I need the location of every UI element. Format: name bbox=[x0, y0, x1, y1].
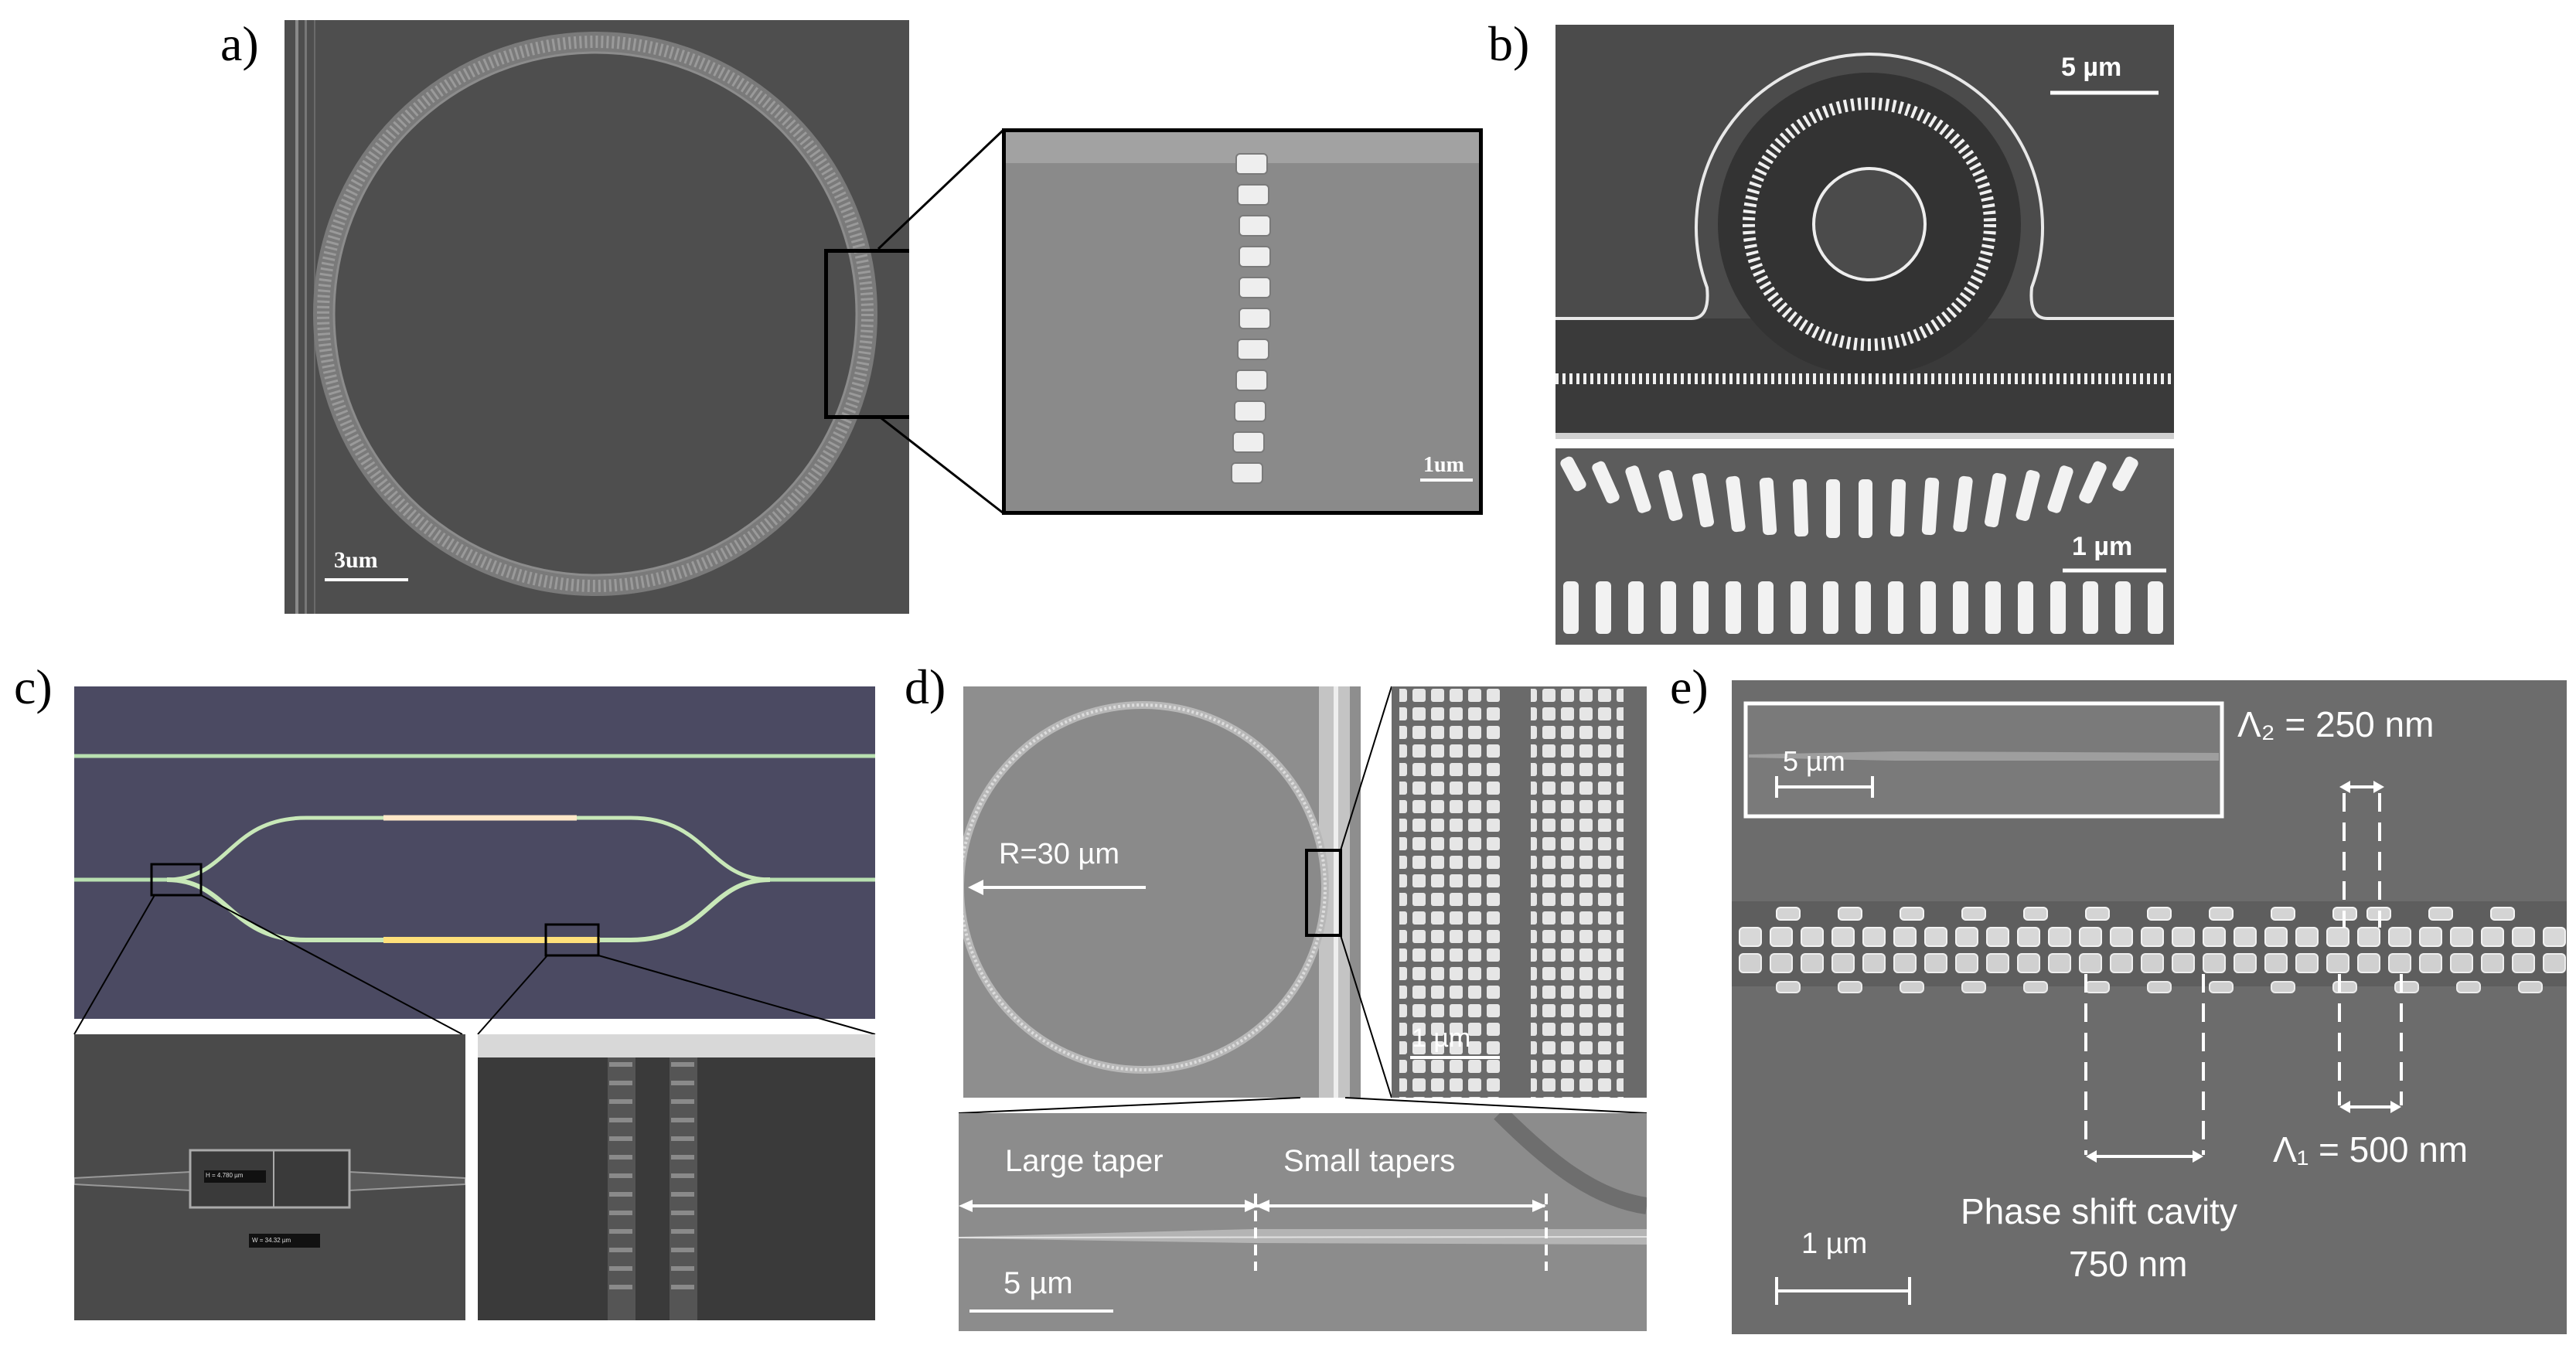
panel-c-sem-grating bbox=[478, 1034, 875, 1320]
panel-b-sem-image-bottom: 1 µm bbox=[1555, 448, 2174, 645]
ring-with-grating-graphic bbox=[1555, 53, 2174, 439]
cavity-label-line1: Phase shift cavity bbox=[1961, 1191, 2237, 1231]
grating-closeup-graphic bbox=[1560, 456, 2166, 634]
lambda2-label: Λ₂ = 250 nm bbox=[2237, 704, 2435, 744]
panel-label-d: d) bbox=[905, 659, 946, 714]
panel-label-b: b) bbox=[1488, 16, 1530, 71]
scale-bar-label: 1 µm bbox=[1412, 1023, 1471, 1053]
panel-b-sem-image-top: 5 µm bbox=[1555, 25, 2174, 439]
large-taper-label: Large taper bbox=[1005, 1144, 1164, 1178]
cavity-label-line2: 750 nm bbox=[2069, 1244, 2188, 1284]
scale-bar-label: 5 µm bbox=[2061, 53, 2122, 82]
square-lattice-graphic bbox=[1399, 686, 1624, 1098]
scale-bar-label: 1 µm bbox=[1801, 1228, 1868, 1260]
mach-zehnder-graphic bbox=[74, 754, 875, 957]
photonic-crystal-cavity-graphic bbox=[1732, 701, 2567, 1305]
panel-a-sem-image: 3um bbox=[285, 20, 909, 614]
panel-c-sem-coupler: H = 4.780 µm W = 34.32 µm bbox=[74, 1034, 465, 1320]
panel-c-optical-image bbox=[74, 686, 875, 1019]
grating-teeth-graphic bbox=[1006, 132, 1479, 484]
zoom-box bbox=[824, 249, 909, 419]
lambda1-label: Λ₁ = 500 nm bbox=[2273, 1129, 2469, 1170]
tapers-graphic bbox=[959, 1113, 1647, 1313]
ring-resonator-graphic bbox=[295, 20, 877, 614]
measurement-tag: H = 4.780 µm bbox=[206, 1172, 244, 1179]
scale-bar-label: 5 µm bbox=[1003, 1266, 1073, 1300]
coupler-graphic bbox=[74, 1149, 465, 1248]
panel-a-inset-image: 1um bbox=[1002, 128, 1483, 515]
panel-d-sem-tapers: Large taper Small tapers 5 µm bbox=[959, 1113, 1647, 1331]
ring-graphic bbox=[963, 686, 1350, 1098]
panel-label-e: e) bbox=[1670, 659, 1709, 714]
radius-label: R=30 µm bbox=[999, 838, 1120, 870]
panel-d-sem-photonic-crystal: 1 µm bbox=[1392, 686, 1647, 1098]
grating-waveguide-graphic bbox=[478, 1034, 875, 1320]
scale-bar-label: 3um bbox=[334, 547, 378, 573]
scale-bar-label: 1 µm bbox=[2072, 532, 2133, 561]
measurement-tag: W = 34.32 µm bbox=[252, 1237, 291, 1244]
panel-label-a: a) bbox=[220, 16, 259, 71]
inset-scale-bar-label: 5 µm bbox=[1783, 745, 1845, 777]
panel-d-sem-ring: R=30 µm bbox=[963, 686, 1361, 1098]
panel-label-c: c) bbox=[14, 659, 53, 714]
small-tapers-label: Small tapers bbox=[1283, 1144, 1456, 1178]
panel-e-sem-image: 5 µm Λ₂ = 250 nm Λ₁ = 500 nm Phase shift… bbox=[1732, 680, 2567, 1334]
inset-scale-bar-label: 1um bbox=[1423, 453, 1464, 477]
